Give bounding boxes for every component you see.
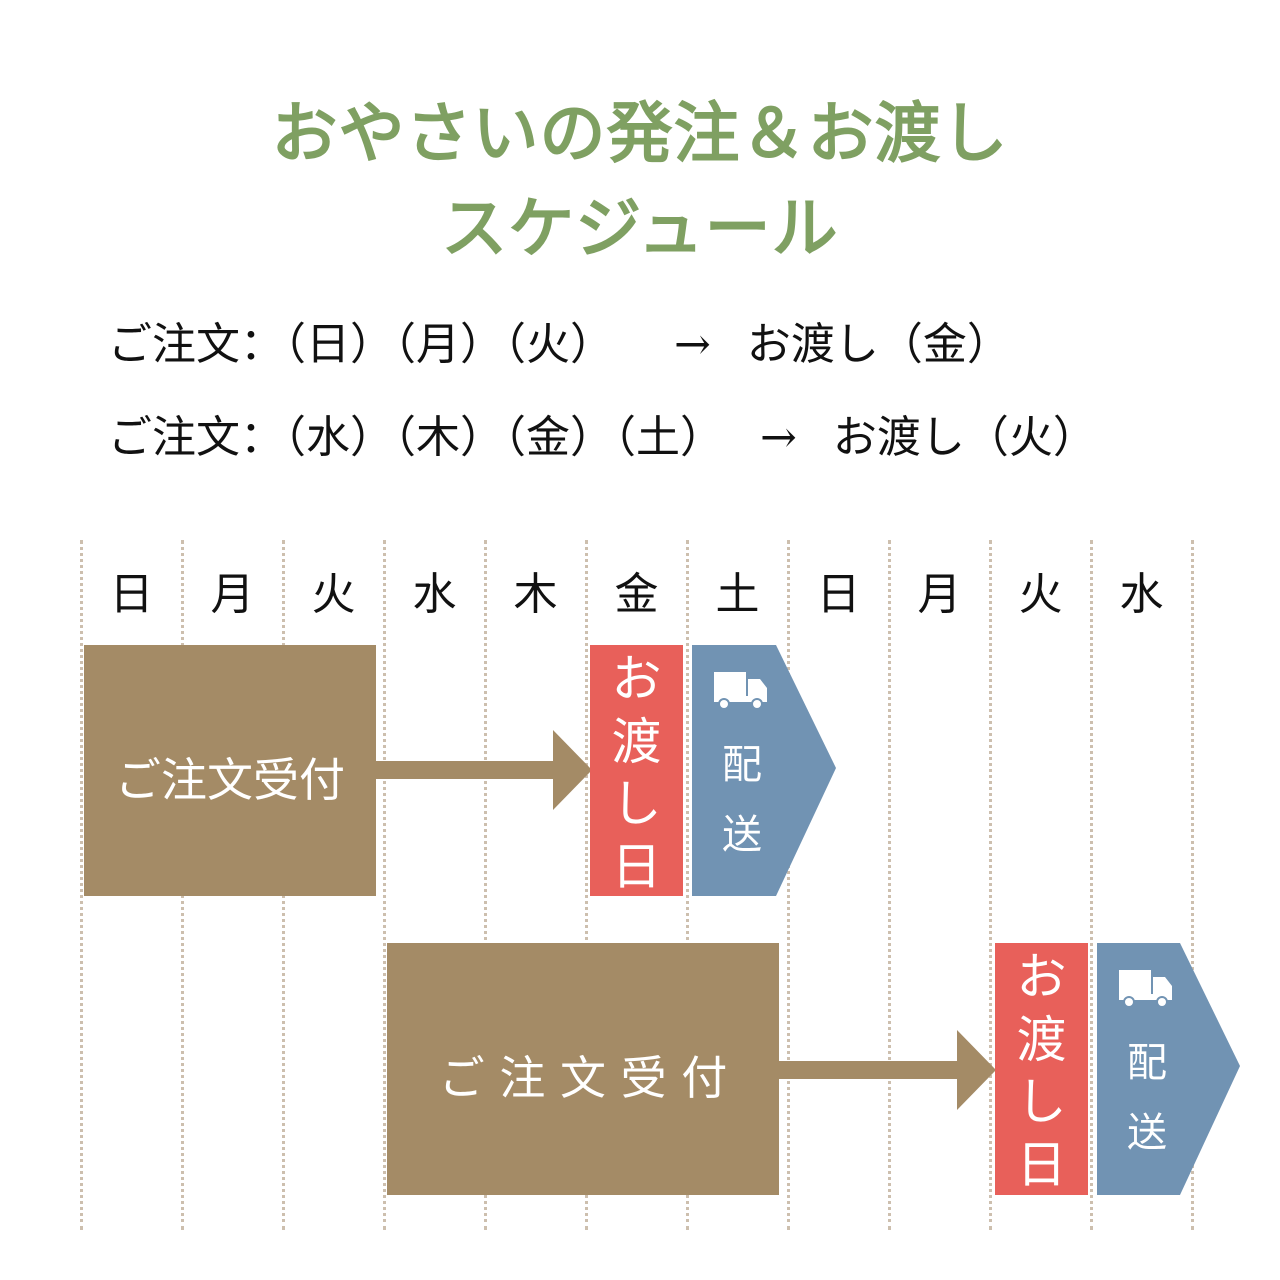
handover-day: （金） [878,319,1011,370]
char: し [1016,1073,1067,1131]
char: 送 [1127,1110,1167,1156]
grid-line [787,540,790,1230]
order-box-1 [84,645,376,896]
char: 配 [722,742,762,788]
handover-label: お渡し [746,319,879,370]
truck-icon [714,672,767,710]
order-label: ご注文： [108,319,284,370]
day-header: 水 [1119,569,1164,620]
grid-line [1191,540,1194,1230]
handover-label: お渡し [832,412,965,463]
handover-label-1: お渡し日 [590,648,683,898]
day-header: 火 [1018,569,1063,620]
grid-line [585,540,588,1230]
char: し [611,775,662,833]
order-days: （水）（木）（金）（土） [284,412,724,463]
grid-line [989,540,992,1230]
day-header: 日 [109,569,154,620]
delivery-label-1: 配送 [700,730,784,870]
day-header: 水 [412,569,457,620]
order-label: ご注文： [108,412,284,463]
char: 日 [611,837,662,896]
title-line-1: おやさいの発注＆お渡し [271,95,1009,172]
grid-line [484,540,487,1230]
order-label-2: ご 注 文 受 付 [438,1051,728,1105]
order-box-2 [387,943,779,1195]
title-line-2: スケジュール [441,190,839,267]
grid-line [1090,540,1093,1230]
handover-box-2 [995,943,1088,1195]
day-header: 月 [917,569,962,620]
handover-label-2: お渡し日 [995,946,1088,1196]
schedule-line-2: ご注文：（水）（木）（金）（土） → お渡し（火） [108,401,1097,465]
arrow: → [674,319,711,370]
order-label-1: ご注文受付 [115,753,345,807]
day-header: 火 [311,569,356,620]
day-header: 金 [614,569,659,620]
grid-line [686,540,689,1230]
truck-icon [1119,970,1172,1008]
char: お [611,650,662,708]
char: 配 [1127,1040,1167,1086]
delivery-label-2: 配送 [1105,1028,1189,1168]
handover-day: （火） [964,412,1097,463]
arrow-head-2 [957,1030,996,1110]
char: お [1016,948,1067,1006]
order-days: （日）（月）（火） [284,319,614,370]
grid-line [80,540,83,1230]
char: 日 [1016,1135,1067,1194]
day-header: 日 [816,569,861,620]
grid-line [888,540,891,1230]
arrow-shaft-1 [376,761,556,779]
day-header: 土 [715,569,760,620]
day-header: 木 [513,569,558,620]
arrow-shaft-2 [779,1061,959,1079]
handover-box-1 [590,645,683,896]
char: 渡 [611,712,662,771]
arrow: → [760,412,797,463]
grid-line [383,540,386,1230]
char: 送 [722,812,762,858]
schedule-line-1: ご注文：（日）（月）（火） → お渡し（金） [108,308,1011,372]
char: 渡 [1016,1010,1067,1069]
arrow-head-1 [553,730,592,810]
day-header: 月 [210,569,255,620]
